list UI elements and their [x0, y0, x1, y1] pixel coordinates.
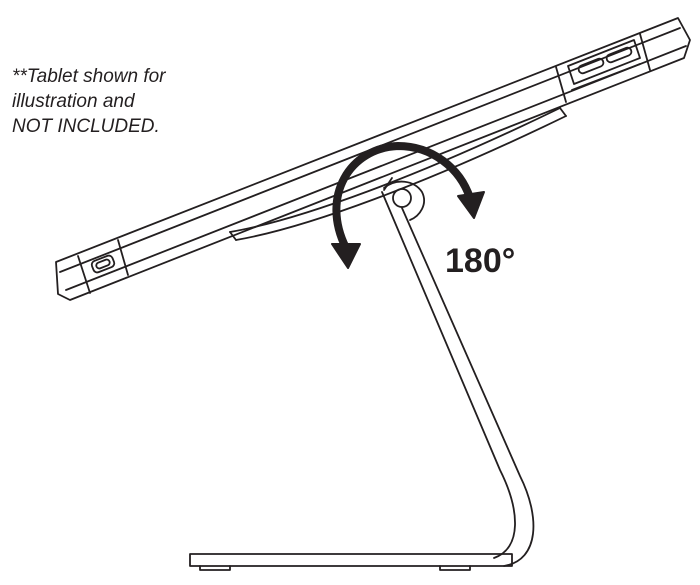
stand-arm — [381, 191, 535, 567]
note-line-3: NOT INCLUDED. — [12, 116, 160, 137]
disclaimer-note: **Tablet shown for illustration and NOT … — [12, 64, 166, 139]
stand-mount-head — [383, 177, 425, 221]
left-port — [90, 254, 116, 274]
note-line-1: **Tablet shown for — [12, 66, 166, 87]
rotation-angle-label: 180° — [445, 242, 516, 280]
rotation-arrow-icon — [331, 142, 485, 269]
tablet-back-shell — [229, 107, 567, 241]
note-line-2: illustration and — [12, 91, 135, 112]
right-buttons — [567, 39, 641, 91]
stand-base — [189, 553, 513, 571]
